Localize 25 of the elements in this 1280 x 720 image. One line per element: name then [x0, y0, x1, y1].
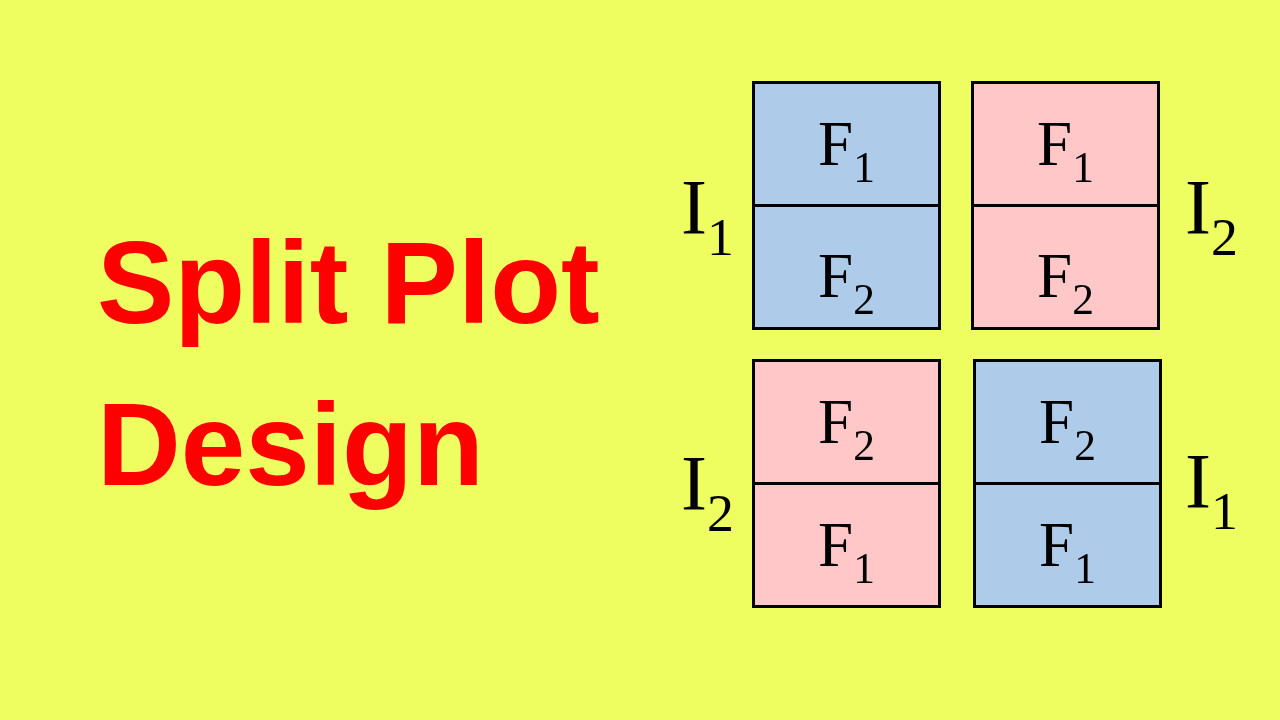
factor-label: F$_{2}$: [818, 244, 875, 322]
subplot-box: [755, 207, 938, 327]
subplot-box: [755, 485, 938, 605]
factor-label: F$_{2}$: [818, 390, 875, 468]
subplot-box: [974, 84, 1157, 207]
factor-label: F$_{1}$: [818, 513, 875, 591]
plot-box: [973, 359, 1162, 608]
plot-box: [752, 359, 941, 608]
plot-label: I$_{2}$: [1185, 168, 1238, 265]
subplot-box: [974, 207, 1157, 327]
subplot-box: [755, 362, 938, 485]
plot-label: I$_{1}$: [681, 168, 734, 265]
factor-label: F$_{1}$: [1037, 112, 1094, 190]
factor-label: F$_{2}$: [1037, 244, 1094, 322]
plot-label: I$_{2}$: [681, 444, 734, 541]
subplot-box: [976, 362, 1159, 485]
factor-label: F$_{1}$: [818, 112, 875, 190]
plot-box: [752, 81, 941, 330]
subplot-box: [755, 84, 938, 207]
plot-box: [971, 81, 1160, 330]
title: Split Plot Design: [97, 217, 601, 512]
plot-label: I$_{1}$: [1185, 442, 1238, 539]
factor-label: F$_{2}$: [1039, 390, 1096, 468]
subplot-box: [976, 485, 1159, 605]
factor-label: F$_{1}$: [1039, 513, 1096, 591]
